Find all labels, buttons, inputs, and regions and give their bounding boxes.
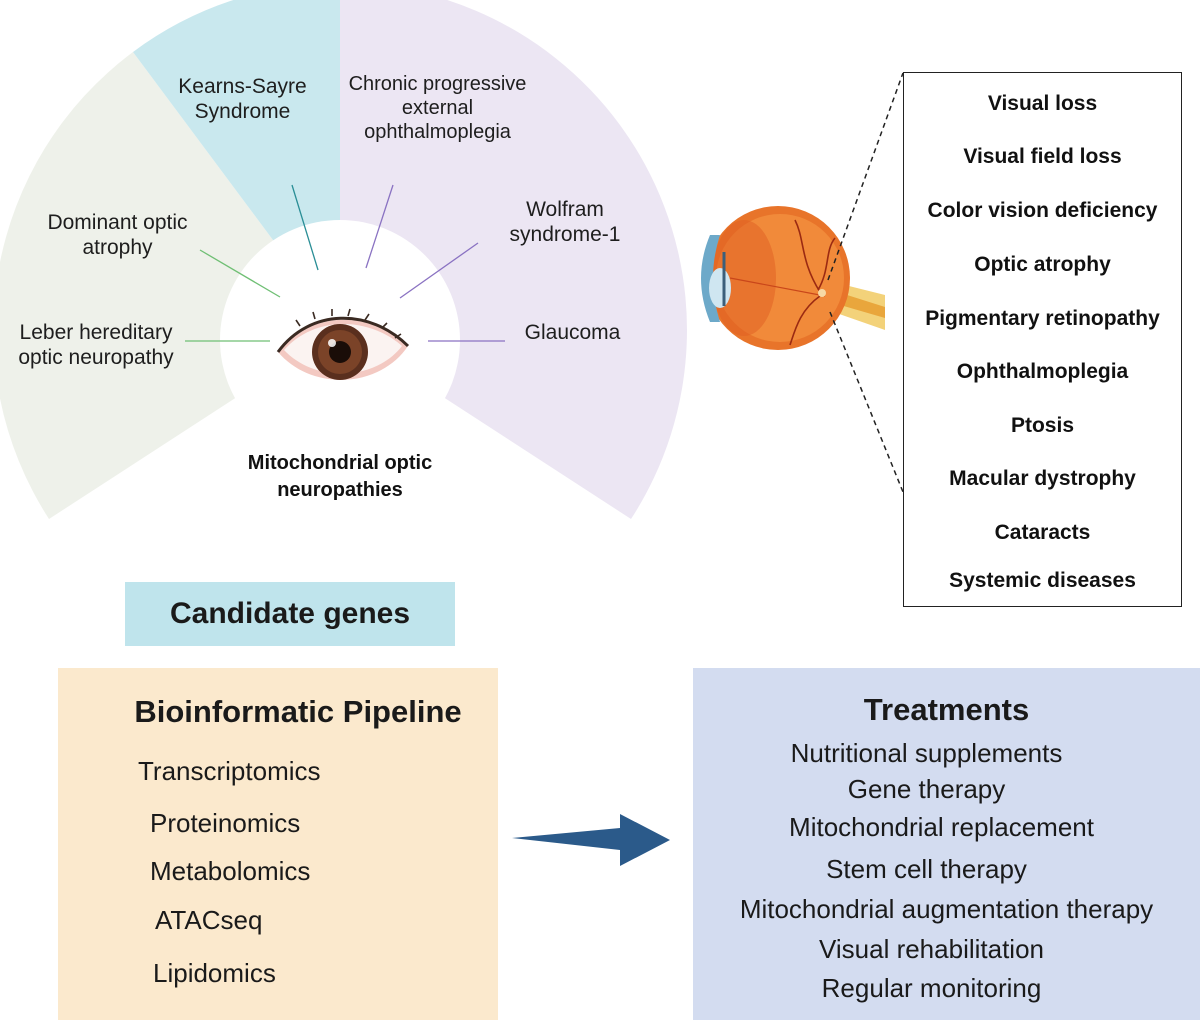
sector-green [0, 52, 340, 519]
symptom-item: Visual loss [987, 92, 1098, 115]
label-line: Kearns-Sayre [178, 75, 307, 98]
label-wolfram: Wolfram syndrome-1 [495, 197, 635, 247]
symptom-item: Ptosis [1010, 414, 1075, 437]
eye-icon [276, 308, 410, 380]
treatment-item: Gene therapy [847, 774, 1006, 804]
candidate-genes-box: Candidate genes [125, 582, 455, 646]
pipeline-item: Lipidomics [153, 958, 276, 988]
symptom-item: Visual field loss [963, 145, 1122, 168]
sector-purple [340, 0, 687, 519]
treatment-item: Nutritional supplements [790, 738, 1063, 768]
symptom-item: Systemic diseases [949, 569, 1136, 592]
symptom-item: Cataracts [994, 521, 1091, 544]
label-line: Dominant optic [47, 211, 188, 234]
symptoms-box: Visual loss Visual field loss Color visi… [903, 72, 1182, 607]
label-line: atrophy [82, 236, 153, 259]
label-line: Syndrome [194, 100, 291, 123]
treatment-item: Mitochondrial replacement [789, 812, 1094, 842]
connector-lines [185, 184, 505, 342]
treatments-title: Treatments [863, 692, 1030, 727]
label-line: optic neuropathy [18, 346, 174, 369]
pipeline-title: Bioinformatic Pipeline [134, 694, 462, 729]
label-line: Glaucoma [524, 321, 621, 344]
treatment-item: Visual rehabilitation [819, 934, 1044, 964]
label-cpeo: Chronic progressive external ophthalmopl… [330, 72, 545, 144]
right-arrow-icon [512, 814, 670, 866]
bioinformatic-pipeline-box: Bioinformatic Pipeline Transcriptomics P… [58, 668, 498, 1020]
center-title-line: neuropathies [277, 479, 403, 501]
label-dominant-optic-atrophy: Dominant optic atrophy [25, 210, 210, 260]
eyeball-anatomy-icon [701, 206, 885, 350]
symptom-item: Color vision deficiency [927, 199, 1158, 222]
label-glaucoma: Glaucoma [510, 320, 635, 345]
pipeline-item: Proteinomics [150, 808, 301, 838]
treatment-item: Stem cell therapy [826, 854, 1027, 884]
pipeline-item: ATACseq [155, 905, 263, 935]
symptom-item: Ophthalmoplegia [956, 360, 1129, 383]
symptom-item: Pigmentary retinopathy [925, 307, 1160, 330]
label-lhon: Leber hereditary optic neuropathy [0, 320, 192, 370]
treatments-box: Treatments Nutritional supplements Gene … [693, 668, 1200, 1020]
label-line: Wolfram [526, 198, 604, 221]
treatment-item: Mitochondrial augmentation therapy [739, 894, 1154, 924]
pipeline-item: Transcriptomics [138, 756, 321, 786]
treatment-item: Regular monitoring [821, 973, 1042, 1003]
label-line: external [401, 97, 474, 119]
center-title: Mitochondrial optic neuropathies [190, 450, 490, 504]
pipeline-item: Metabolomics [150, 856, 311, 886]
label-line: Leber hereditary [19, 321, 173, 344]
label-line: ophthalmoplegia [364, 121, 511, 143]
candidate-genes-label: Candidate genes [169, 597, 411, 630]
label-line: Chronic progressive [348, 73, 527, 95]
disease-fan-diagram [0, 0, 700, 540]
label-kearns-sayre: Kearns-Sayre Syndrome [150, 74, 335, 124]
symptom-item: Macular dystrophy [949, 467, 1136, 490]
center-title-line: Mitochondrial optic [247, 452, 433, 474]
label-line: syndrome-1 [509, 223, 621, 246]
symptom-item: Optic atrophy [974, 253, 1111, 276]
